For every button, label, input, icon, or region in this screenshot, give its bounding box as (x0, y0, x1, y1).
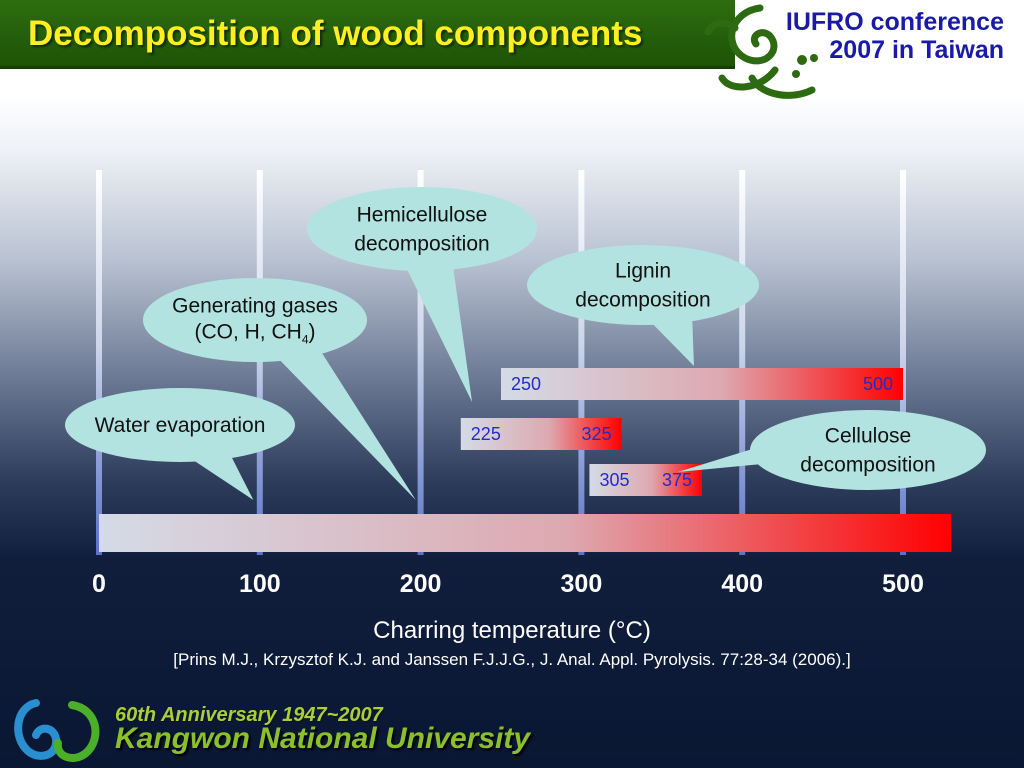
conference-line-2: 2007 in Taiwan (829, 36, 1004, 64)
lignin-callout-text-0: Lignin (615, 260, 671, 283)
grid-line-100 (256, 170, 263, 555)
grid-line-500 (900, 170, 906, 555)
title-bar (0, 0, 735, 69)
cellulose-range-bar (589, 464, 702, 496)
conference-label: IUFRO conference 2007 in Taiwan (786, 8, 1004, 64)
slide-title: Decomposition of wood components (28, 14, 643, 53)
lignin-callout-pointer (642, 313, 694, 366)
reference-citation: [Prins M.J., Krzysztof K.J. and Janssen … (173, 650, 851, 669)
hemicellulose-end-label: 325 (582, 424, 612, 444)
tick-label-0: 0 (92, 570, 106, 598)
hemicellulose-callout: Hemicellulose decomposition (307, 187, 537, 402)
hemicellulose-callout-text-1: decomposition (354, 233, 489, 256)
tick-label-100: 100 (239, 570, 281, 598)
grid-line-400 (739, 170, 746, 555)
gases-callout-text-0: Generating gases (172, 295, 338, 318)
hemicellulose-callout-pointer (402, 259, 473, 402)
lignin-callout: Lignin decomposition (527, 245, 759, 366)
tick-label-300: 300 (561, 570, 603, 598)
gases-callout: Generating gases (CO, H, CH4) (143, 278, 416, 500)
hemicellulose-range-bar (460, 418, 622, 450)
hemicellulose-start-label: 225 (471, 424, 501, 444)
gases-callout-formula: (CO, H, CH4) (194, 321, 315, 347)
university-name: Kangwon National University (115, 722, 531, 755)
tick-label-400: 400 (721, 570, 763, 598)
tick-label-200: 200 (400, 570, 442, 598)
cellulose-end-label: 375 (662, 470, 692, 490)
grid-line-300 (578, 170, 585, 555)
cellulose-callout-text-1: decomposition (800, 454, 935, 477)
water-callout-pointer (178, 450, 254, 500)
cellulose-start-label: 305 (599, 470, 629, 490)
grid-line-200 (417, 170, 424, 555)
cellulose-callout: Cellulose decomposition (677, 410, 986, 490)
temperature-bar (99, 514, 952, 552)
gases-callout-pointer (270, 350, 416, 500)
water-callout-bubble (65, 388, 295, 462)
water-callout: Water evaporation (65, 388, 295, 500)
tick-label-500: 500 (882, 570, 924, 598)
lignin-range-bar (501, 368, 903, 400)
cellulose-callout-pointer (677, 446, 762, 472)
swirl-ornament-icon (704, 4, 818, 99)
lignin-end-label: 500 (863, 374, 893, 394)
conference-line-1: IUFRO conference (785, 8, 1004, 36)
grid-line-0 (96, 170, 102, 555)
cellulose-callout-bubble (750, 410, 986, 490)
university-logo-icon (14, 699, 100, 762)
lignin-callout-bubble (527, 245, 759, 325)
x-axis-label: Charring temperature (°C) (373, 617, 651, 644)
water-callout-text-0: Water evaporation (95, 414, 266, 437)
anniversary-text: 60th Anniversary 1947~2007 (115, 704, 383, 726)
hemicellulose-callout-bubble (307, 187, 537, 271)
lignin-callout-text-1: decomposition (575, 289, 710, 312)
lignin-start-label: 250 (511, 374, 541, 394)
cellulose-callout-text-0: Cellulose (825, 425, 911, 448)
hemicellulose-callout-text-0: Hemicellulose (357, 204, 488, 227)
gases-callout-bubble (143, 278, 367, 362)
